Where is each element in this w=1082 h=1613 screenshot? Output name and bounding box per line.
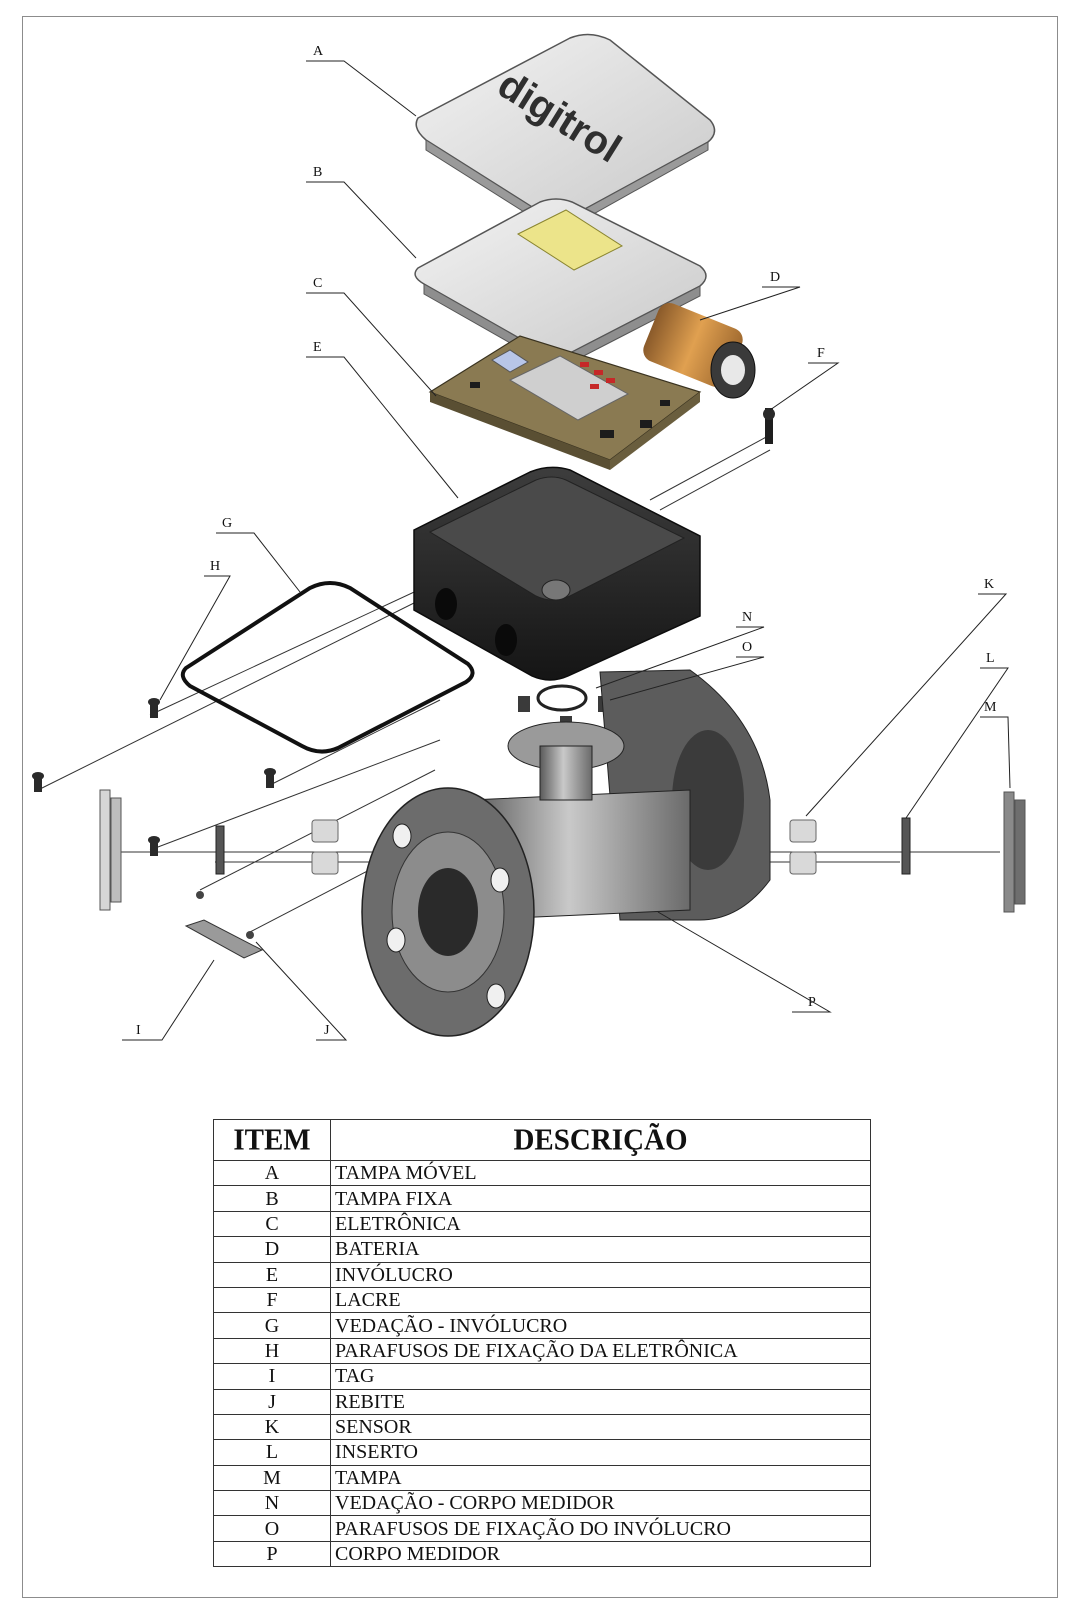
callout-l: L bbox=[986, 651, 995, 666]
callout-g: G bbox=[222, 516, 232, 531]
row-description: TAMPA bbox=[330, 1464, 871, 1492]
row-item: M bbox=[213, 1464, 331, 1492]
row-item: O bbox=[213, 1515, 331, 1542]
row-item: J bbox=[213, 1388, 331, 1415]
row-item: N bbox=[213, 1490, 331, 1517]
row-description: VEDAÇÃO - CORPO MEDIDOR bbox=[330, 1490, 871, 1517]
row-item: G bbox=[213, 1312, 331, 1339]
part-p-corpo-medidor bbox=[361, 669, 771, 1037]
row-item: K bbox=[213, 1413, 331, 1441]
part-j-rebite bbox=[196, 891, 254, 939]
callout-m: M bbox=[984, 700, 997, 715]
callout-c: C bbox=[313, 276, 322, 291]
part-m-tampa bbox=[99, 789, 1026, 913]
part-i-tag bbox=[184, 919, 264, 959]
part-e-involucro bbox=[413, 466, 701, 681]
row-description: TAMPA MÓVEL bbox=[330, 1159, 871, 1187]
row-item: E bbox=[213, 1261, 331, 1288]
part-d-bateria bbox=[643, 303, 756, 399]
part-c-eletronica bbox=[428, 335, 702, 470]
header-item: ITEM bbox=[213, 1117, 331, 1163]
row-item: D bbox=[213, 1236, 331, 1263]
row-item: L bbox=[213, 1439, 331, 1466]
row-item: B bbox=[213, 1185, 331, 1212]
part-n-vedacao-corpo bbox=[536, 684, 588, 712]
callout-e: E bbox=[313, 340, 322, 355]
callout-leaders bbox=[122, 60, 1011, 1041]
callout-i: I bbox=[136, 1023, 141, 1038]
row-item: P bbox=[213, 1540, 331, 1568]
callout-d: D bbox=[770, 270, 780, 285]
part-f-lacre bbox=[763, 408, 775, 444]
row-description: LACRE bbox=[330, 1286, 871, 1314]
part-g-vedacao-involucro bbox=[180, 581, 475, 754]
row-description: TAG bbox=[330, 1363, 871, 1390]
row-description: TAMPA FIXA bbox=[330, 1185, 871, 1212]
callout-j: J bbox=[324, 1023, 330, 1038]
callout-h: H bbox=[210, 559, 220, 574]
row-description: PARAFUSOS DE FIXAÇÃO DO INVÓLUCRO bbox=[330, 1515, 871, 1542]
callout-o: O bbox=[742, 640, 752, 655]
row-item: A bbox=[213, 1159, 331, 1187]
parts-table-header: ITEM DESCRIÇÃO bbox=[213, 1117, 871, 1163]
row-description: PARAFUSOS DE FIXAÇÃO DA ELETRÔNICA bbox=[330, 1337, 871, 1365]
row-description: CORPO MEDIDOR bbox=[330, 1540, 871, 1568]
callout-b: B bbox=[313, 165, 322, 180]
header-description: DESCRIÇÃO bbox=[330, 1117, 871, 1163]
part-h-parafusos-eletronica bbox=[32, 698, 276, 856]
callout-n: N bbox=[742, 610, 752, 625]
part-a-tampa-movel: digitrol bbox=[415, 33, 716, 229]
row-item: I bbox=[213, 1363, 331, 1390]
part-k-sensor bbox=[311, 819, 817, 875]
callout-k: K bbox=[984, 577, 994, 592]
row-description: INVÓLUCRO bbox=[330, 1261, 871, 1288]
row-description: INSERTO bbox=[330, 1439, 871, 1466]
row-description: SENSOR bbox=[330, 1413, 871, 1441]
row-description: ELETRÔNICA bbox=[330, 1210, 871, 1238]
row-description: BATERIA bbox=[330, 1236, 871, 1263]
row-description: VEDAÇÃO - INVÓLUCRO bbox=[330, 1312, 871, 1339]
row-item: F bbox=[213, 1286, 331, 1314]
row-item: C bbox=[213, 1210, 331, 1238]
callout-p: P bbox=[808, 995, 816, 1010]
callout-f: F bbox=[817, 346, 825, 361]
callout-a: A bbox=[313, 44, 324, 59]
row-description: REBITE bbox=[330, 1388, 871, 1415]
part-b-tampa-fixa bbox=[414, 198, 707, 366]
row-item: H bbox=[213, 1337, 331, 1365]
